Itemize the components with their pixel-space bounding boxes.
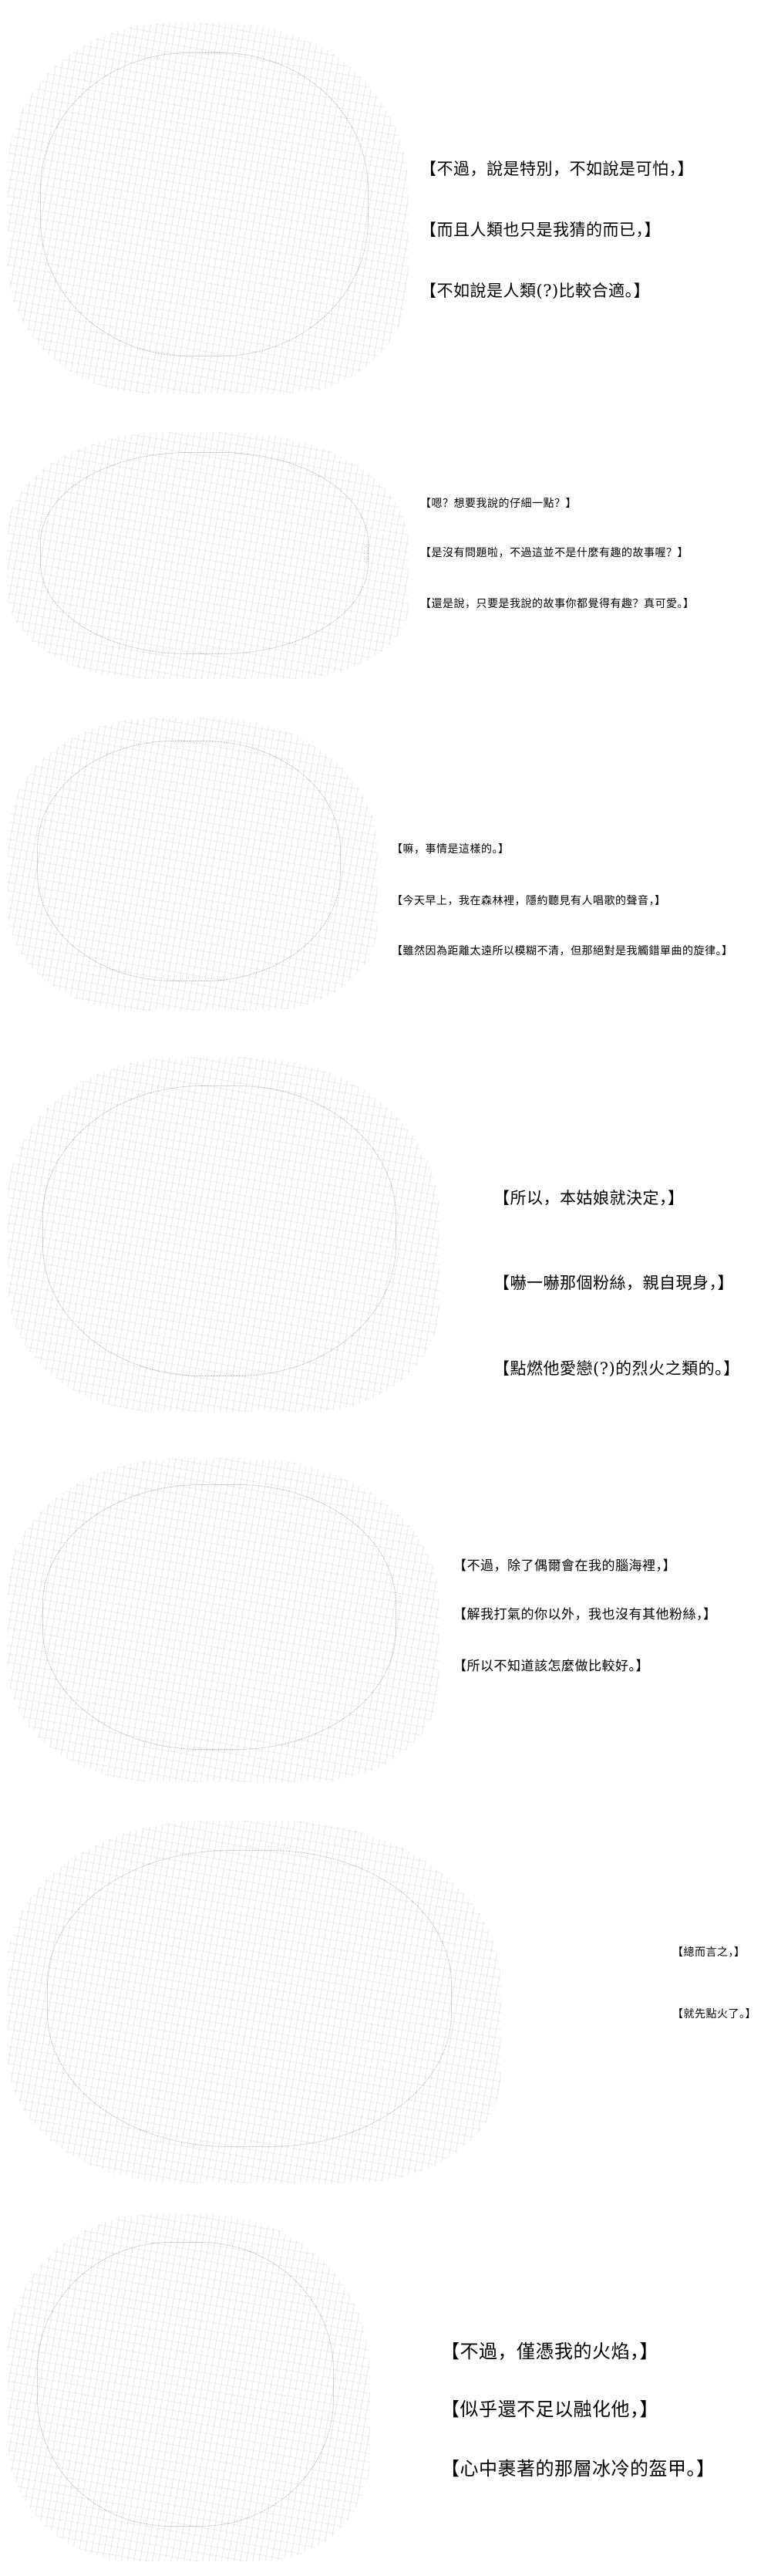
ascii-art-character <box>8 1057 439 1412</box>
dialogue-line: 【今天早上，我在森林裡，隱約聽見有人唱歌的聲音，】 <box>392 895 666 907</box>
dialogue-line: 【而且人類也只是我猜的而已，】 <box>420 221 661 239</box>
dialogue-line: 【似乎還不足以融化他，】 <box>441 2399 658 2420</box>
dialogue-line: 【還是說，只要是我說的故事你都覺得有趣？真可愛。】 <box>420 598 695 610</box>
dialogue-line: 【是沒有問題啦，不過這並不是什麼有趣的故事喔？】 <box>420 547 689 559</box>
dialogue-line: 【嗯？想要我說的仔細一點？】 <box>420 498 577 510</box>
panel-2: 【嗯？想要我說的仔細一點？】 【是沒有問題啦，不過這並不是什麼有趣的故事喔？】 … <box>0 417 771 687</box>
dialogue-line: 【總而言之，】 <box>672 1946 746 1959</box>
dialogue-line: 【嚇一嚇那個粉絲，親自現身，】 <box>493 1274 734 1292</box>
dialogue-line: 【不過，除了偶爾會在我的腦海裡，】 <box>453 1558 676 1574</box>
ascii-art-character <box>8 432 409 679</box>
panel-5: 【不過，除了偶爾會在我的腦海裡，】 【解我打氣的你以外，我也沒有其他粉絲，】 【… <box>0 1443 771 1798</box>
dialogue-line: 【就先點火了。】 <box>672 2008 756 2021</box>
ascii-art-character <box>8 2214 370 2561</box>
dialogue-line: 【所以，本姑娘就決定，】 <box>493 1189 685 1207</box>
ascii-art-fire-scene <box>8 1821 501 2183</box>
ascii-art-character <box>8 1458 439 1782</box>
dialogue-line: 【不過，僅憑我的火焰，】 <box>441 2341 658 2362</box>
dialogue-line: 【不過，說是特別，不如說是可怕，】 <box>420 160 694 178</box>
ascii-art-character <box>8 717 378 1011</box>
ascii-art-character <box>8 23 409 393</box>
panel-3: 【嘛，事情是這樣的。】 【今天早上，我在森林裡，隱約聽見有人唱歌的聲音，】 【雖… <box>0 694 771 1018</box>
dialogue-line: 【雖然因為距離太遠所以模糊不清，但那絕對是我觸錯單曲的旋律。】 <box>392 945 733 957</box>
dialogue-line: 【解我打氣的你以外，我也沒有其他粉絲，】 <box>453 1607 717 1622</box>
dialogue-line: 【嘛，事情是這樣的。】 <box>392 843 510 856</box>
dialogue-line: 【心中裹著的那層冰冷的盔甲。】 <box>441 2458 715 2480</box>
dialogue-line: 【所以不知道該怎麼做比較好。】 <box>453 1659 649 1674</box>
panel-7: 【不過，僅憑我的火焰，】 【似乎還不足以融化他，】 【心中裹著的那層冰冷的盔甲。… <box>0 2206 771 2569</box>
panel-4: 【所以，本姑娘就決定，】 【嚇一嚇那個粉絲，親自現身，】 【點燃他愛戀(?)的烈… <box>0 1026 771 1427</box>
dialogue-line: 【點燃他愛戀(?)的烈火之類的。】 <box>493 1359 740 1378</box>
dialogue-line: 【不如說是人類(?)比較合適。】 <box>420 282 651 300</box>
panel-1: 【不過，說是特別，不如說是可怕，】 【而且人類也只是我猜的而已，】 【不如說是人… <box>0 0 771 401</box>
panel-6: 【總而言之，】 【就先點火了。】 <box>0 1805 771 2199</box>
